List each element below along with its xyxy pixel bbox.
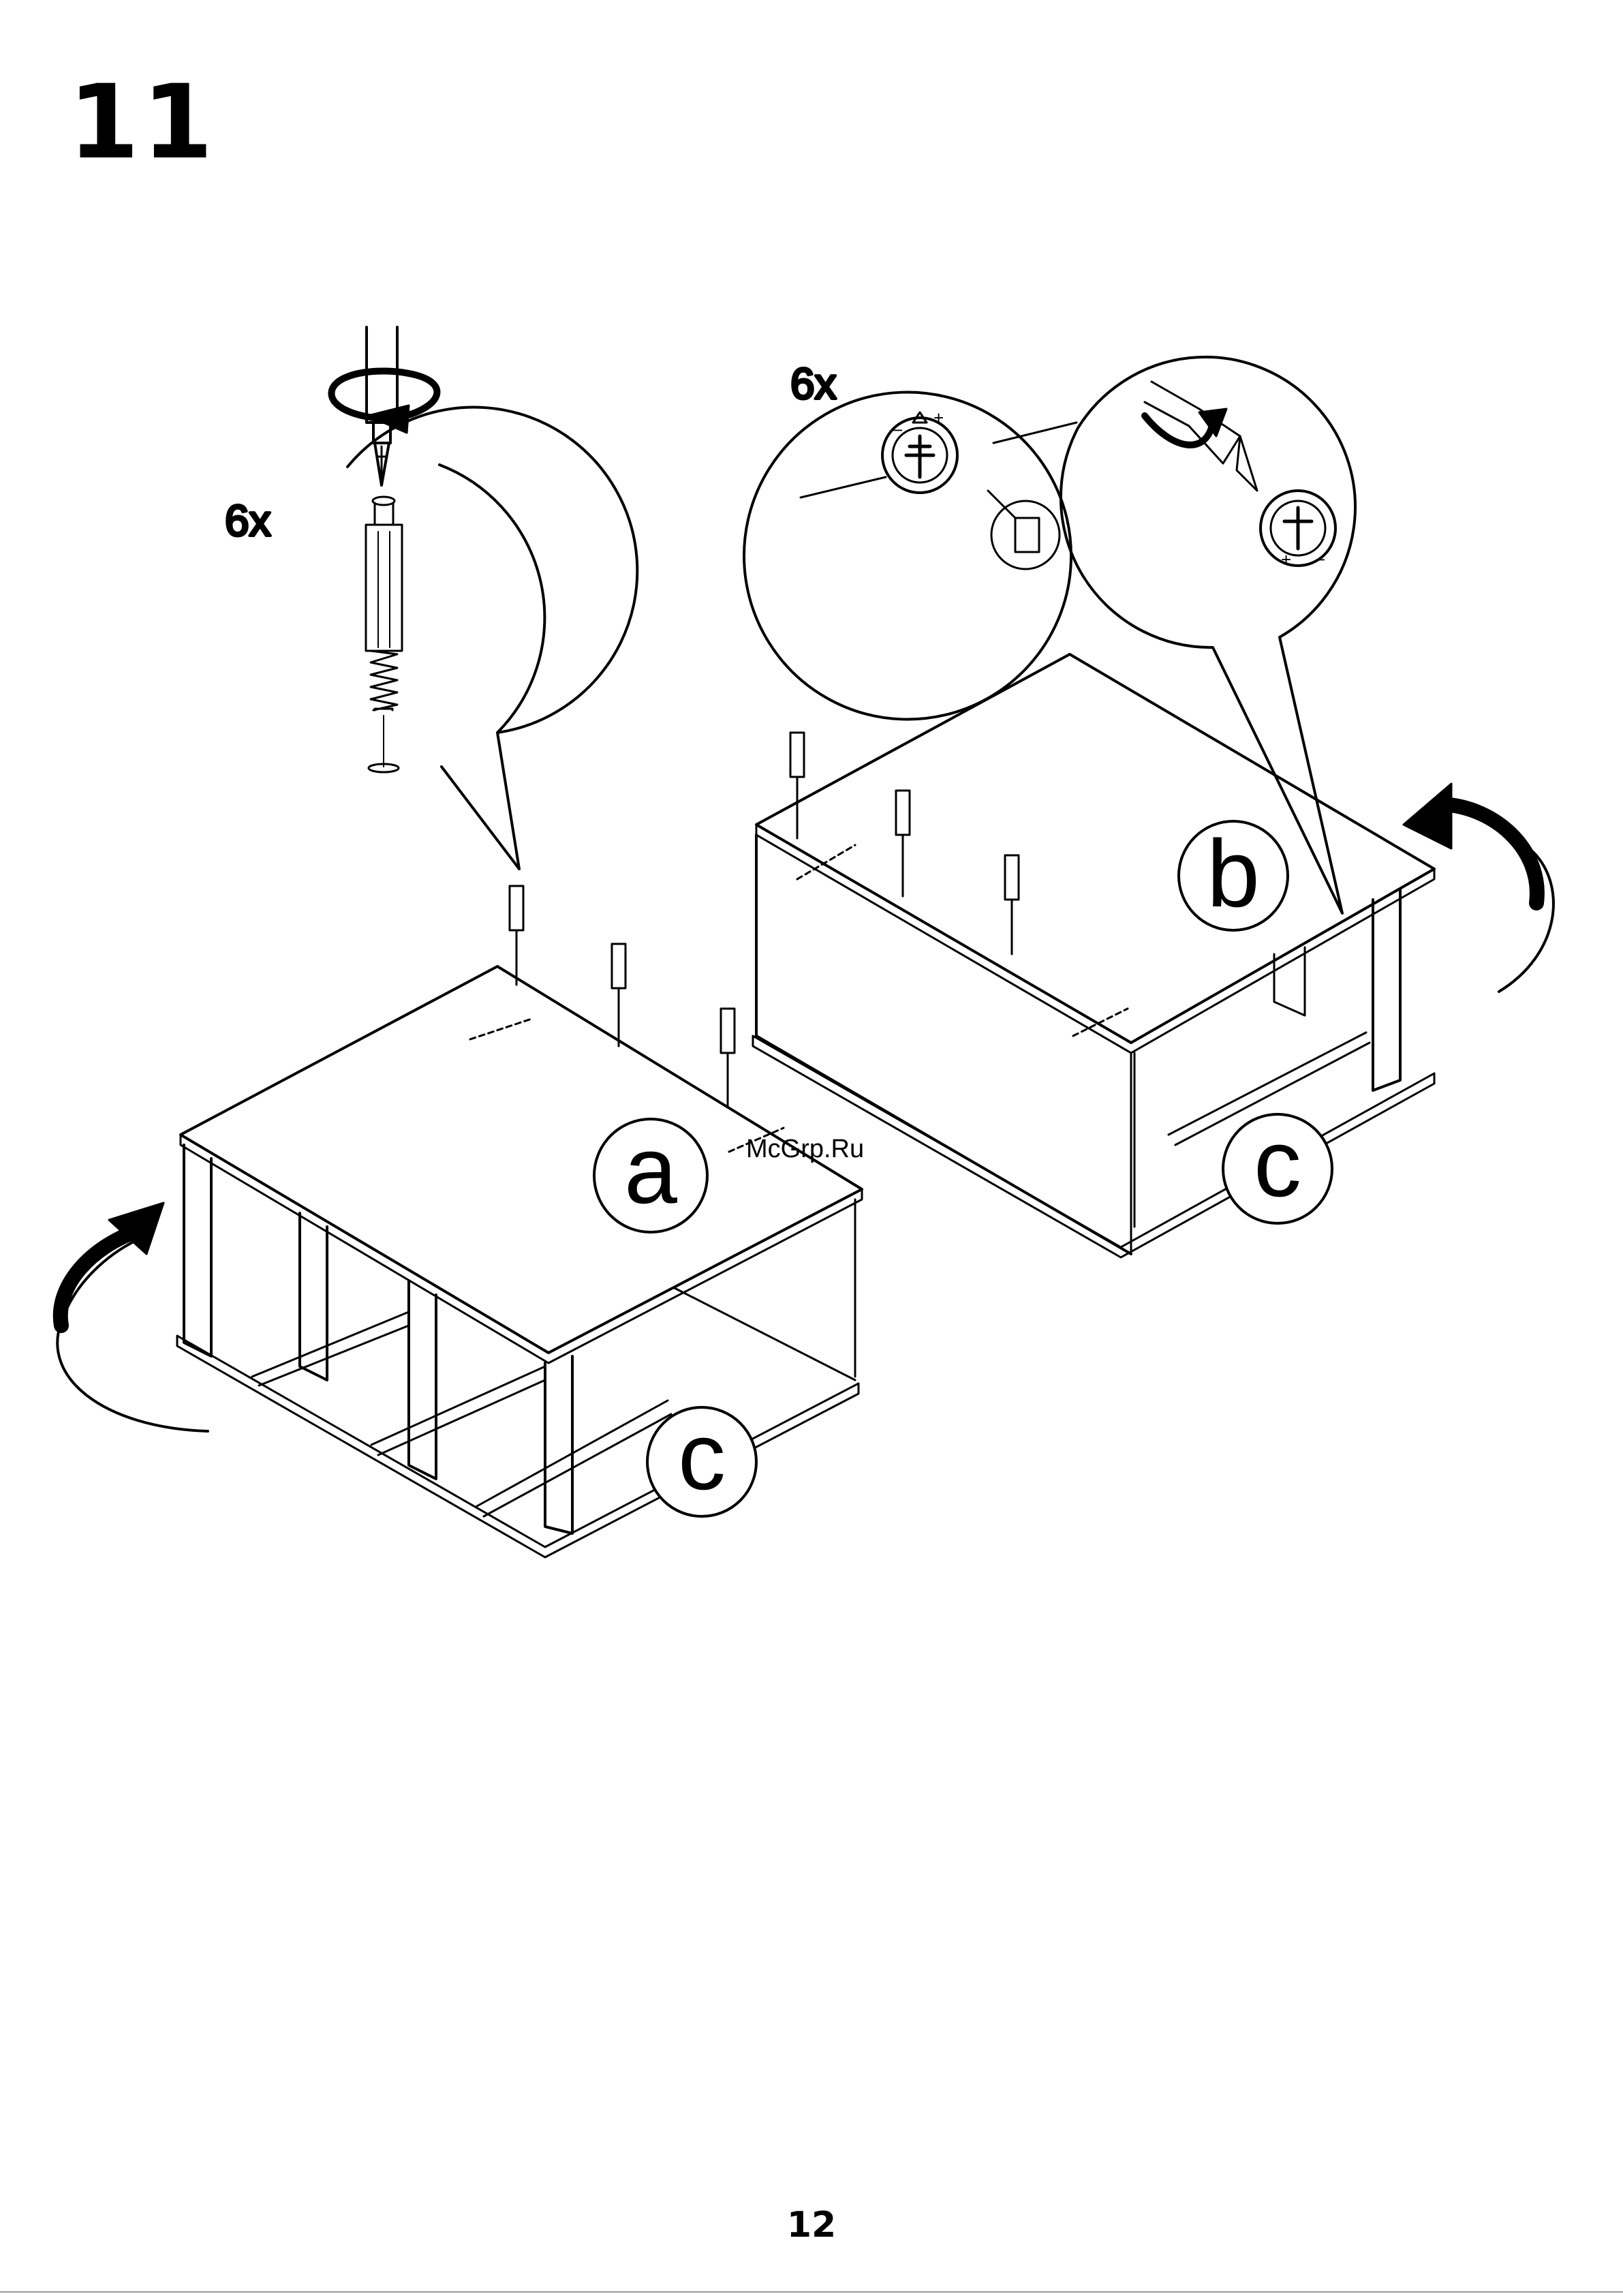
svg-text:+: + bbox=[933, 408, 944, 428]
phillips-screwdriver-icon bbox=[367, 327, 397, 485]
bottom-rule bbox=[0, 2291, 1623, 2293]
watermark: McGrp.Ru bbox=[746, 1135, 864, 1163]
svg-text:+: + bbox=[1281, 549, 1291, 570]
page-number: 12 bbox=[0, 2205, 1623, 2246]
cam-dowel-bolt-icon bbox=[366, 497, 402, 772]
left-quantity-label: 6x bbox=[225, 496, 271, 545]
left-callout-bubble bbox=[347, 408, 637, 869]
screwdriver-detail: 6x bbox=[225, 327, 637, 869]
right-cabinet: b c bbox=[753, 654, 1554, 1257]
rotate-cw-arrow-icon bbox=[332, 371, 437, 433]
right-quantity-label: 6x bbox=[790, 359, 837, 408]
panel-b-label: b bbox=[1207, 820, 1260, 927]
left-cabinet: a c bbox=[57, 886, 862, 1557]
panel-a-label: a bbox=[624, 1116, 677, 1223]
cam-lock-icon: + − bbox=[801, 408, 1077, 569]
flip-arrow-icon bbox=[1404, 784, 1554, 992]
svg-text:−: − bbox=[893, 420, 903, 440]
svg-text:−: − bbox=[1315, 549, 1325, 570]
panel-c-left-label: c bbox=[678, 1403, 726, 1510]
flat-screwdriver-icon: + − bbox=[1145, 382, 1335, 570]
panel-c-right-label: c bbox=[1254, 1109, 1301, 1216]
right-callout-bubble-left bbox=[744, 393, 1071, 720]
